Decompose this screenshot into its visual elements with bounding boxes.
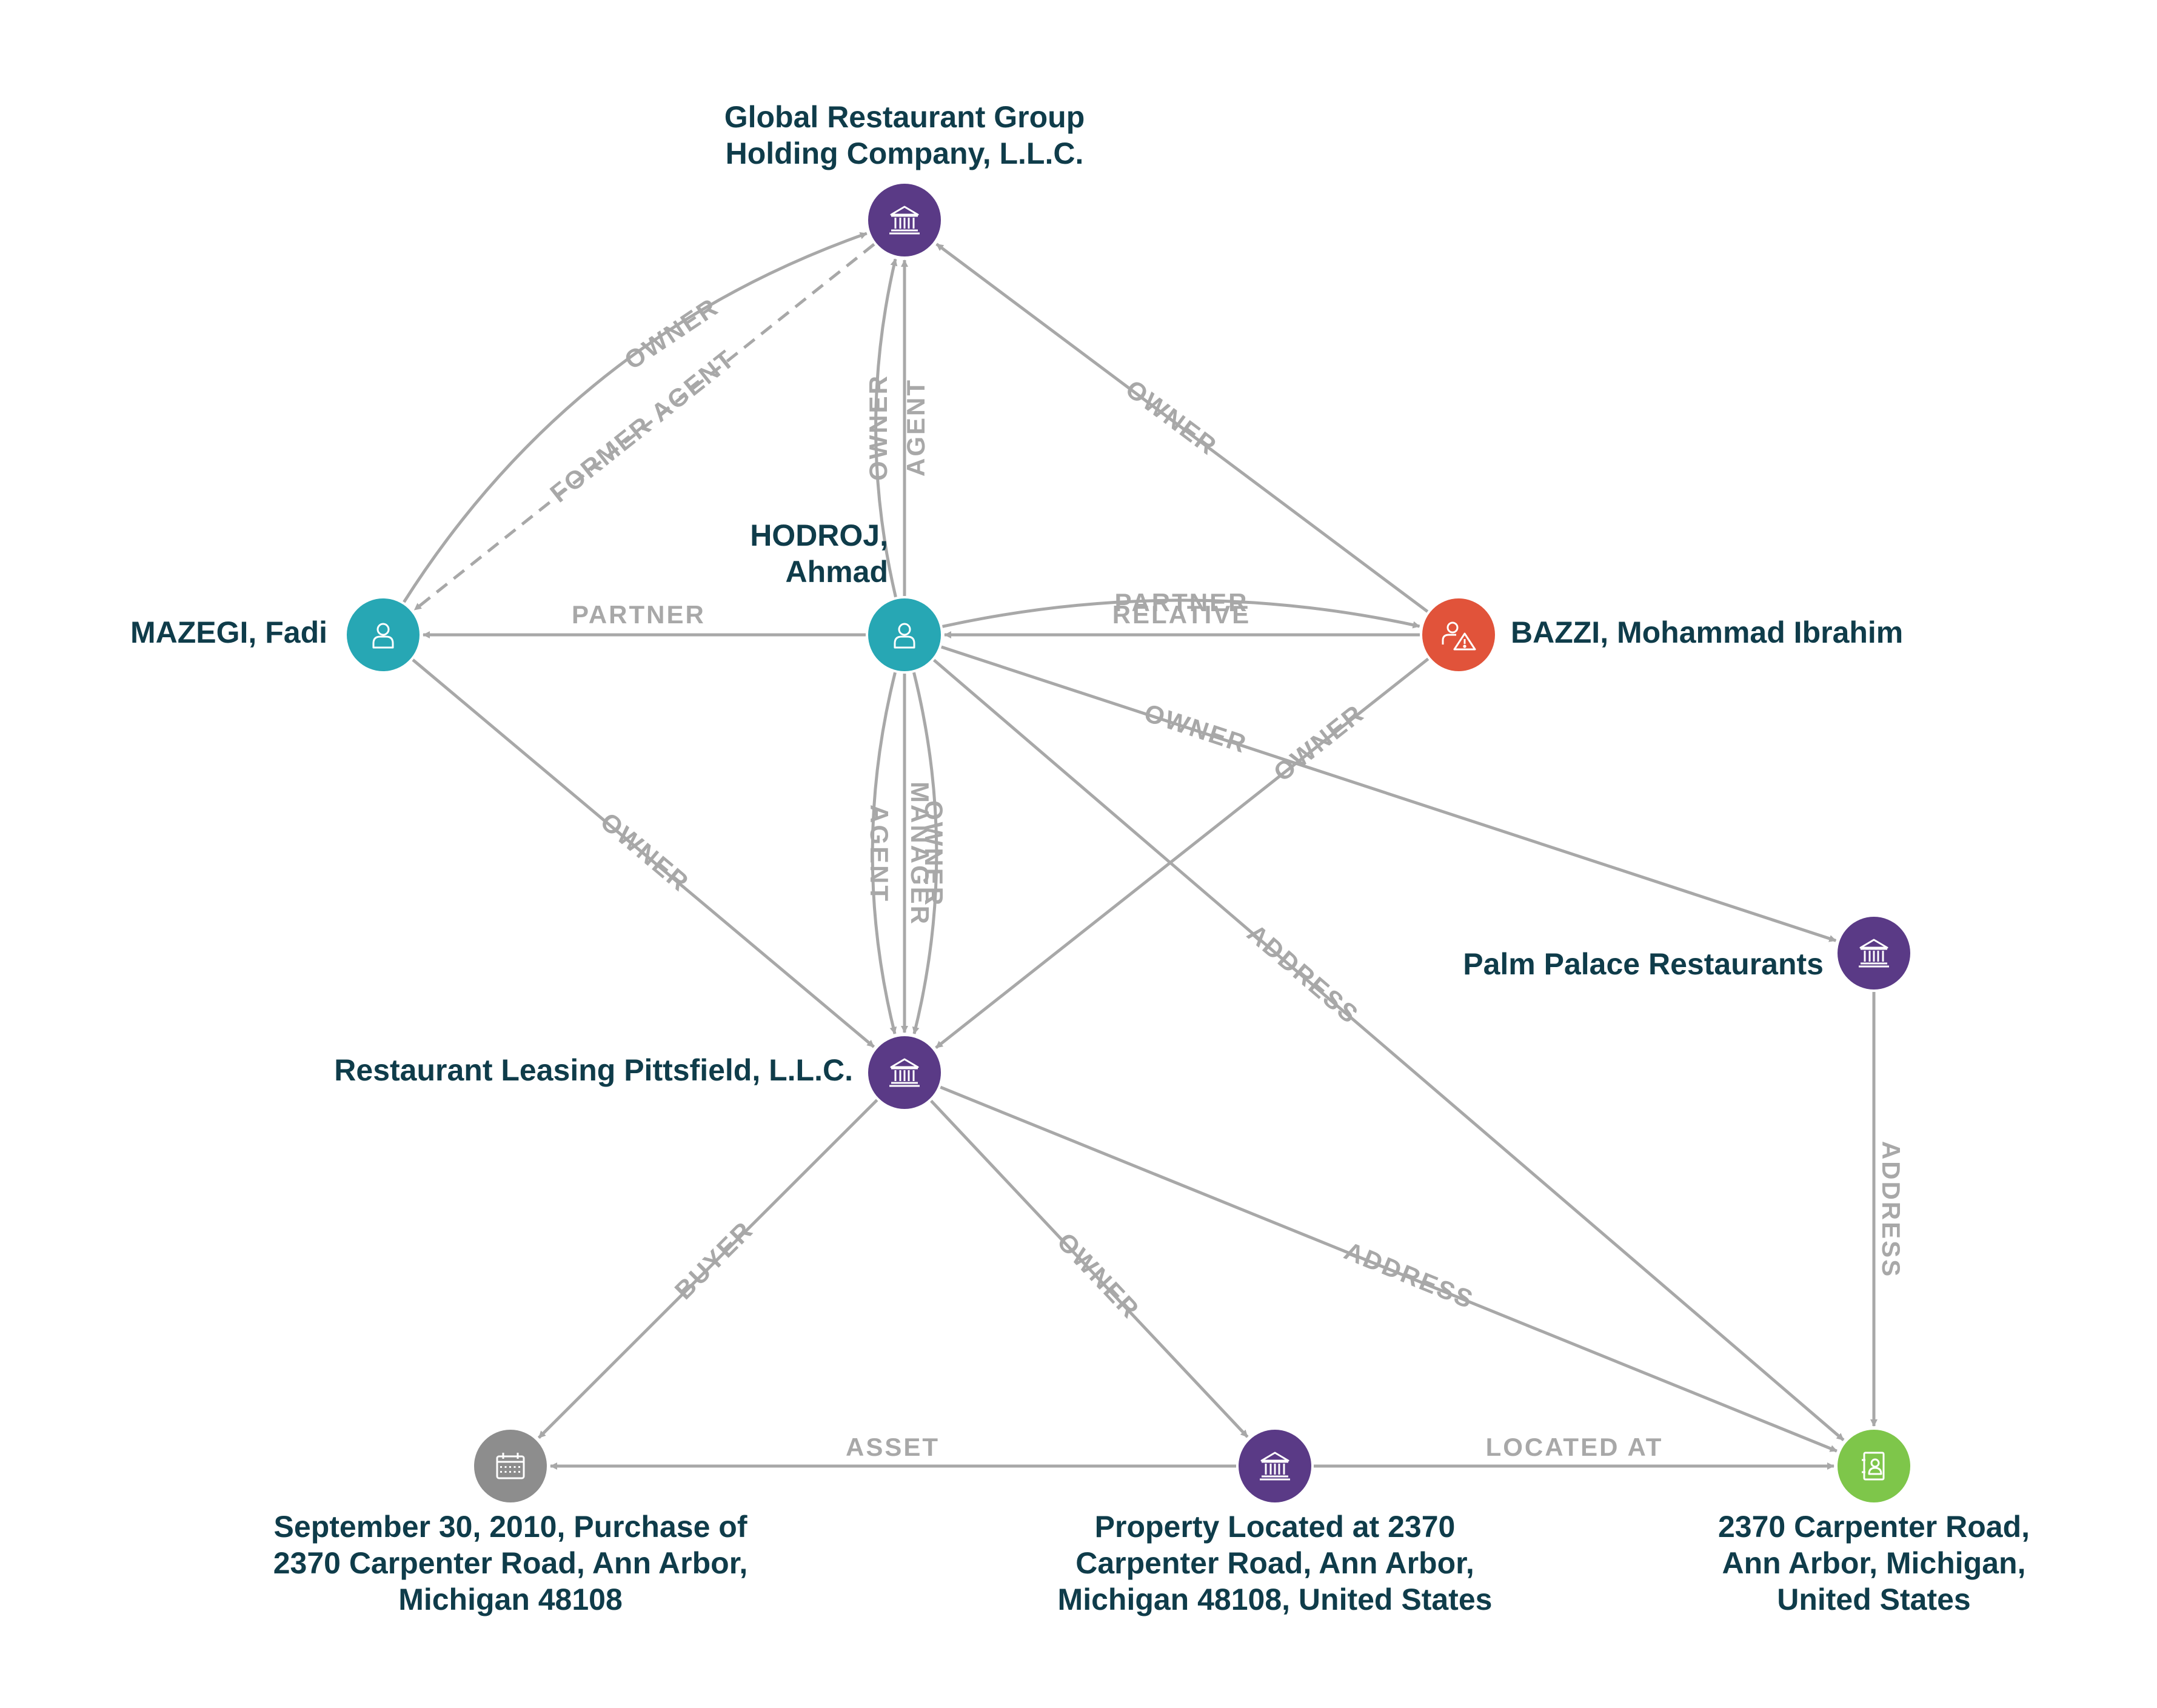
edge-line bbox=[412, 658, 875, 1048]
edge-label: AGENT bbox=[901, 378, 930, 477]
edge-label: BUYER bbox=[669, 1215, 759, 1305]
edge-hodroj-address-address: ADDRESS bbox=[932, 658, 1845, 1441]
edge-label: MANAGER bbox=[906, 782, 934, 926]
node-label-line: Holding Company, L.L.C. bbox=[726, 136, 1084, 170]
person-icon bbox=[894, 623, 915, 649]
node-label-line: September 30, 2010, Purchase of bbox=[274, 1510, 747, 1544]
node-label-line: Carpenter Road, Ann Arbor, bbox=[1075, 1546, 1474, 1580]
node-label: 2370 Carpenter Road,Ann Arbor, Michigan,… bbox=[1718, 1510, 2030, 1616]
edge-label: OWNER bbox=[864, 374, 892, 481]
bank-icon bbox=[1859, 939, 1889, 968]
edge-line bbox=[941, 645, 1837, 942]
edge-property-purchase-asset: ASSET bbox=[550, 1433, 1236, 1470]
edge-label: ADDRESS bbox=[1877, 1141, 1905, 1278]
edge-label: RELATIVE bbox=[1112, 600, 1251, 629]
edge-bazzi-hodroj-relative: RELATIVE bbox=[944, 600, 1420, 638]
edge-line bbox=[912, 672, 938, 1034]
edge-line bbox=[413, 243, 875, 611]
edge-line bbox=[930, 1099, 1249, 1438]
edge-label: OWNER bbox=[1052, 1227, 1146, 1324]
edge-property-address-located-at: LOCATED AT bbox=[1314, 1433, 1834, 1470]
bank-icon bbox=[1260, 1452, 1290, 1481]
node-rlp[interactable]: Restaurant Leasing Pittsfield, L.L.C. bbox=[334, 1036, 941, 1109]
node-bazzi[interactable]: BAZZI, Mohammad Ibrahim bbox=[1422, 598, 1903, 671]
edge-hodroj-rlp-owner: OWNER bbox=[912, 672, 948, 1034]
node-label-line: HODROJ, bbox=[750, 518, 888, 552]
edge-hodroj-rlp-manager: MANAGER bbox=[901, 674, 934, 1033]
edge-hodroj-grg-owner: OWNER bbox=[864, 258, 898, 598]
edge-label: ADDRESS bbox=[1242, 919, 1365, 1030]
bank-icon bbox=[889, 206, 920, 235]
edge-mazegi-rlp-owner: OWNER bbox=[412, 658, 875, 1048]
node-label-line: MAZEGI, Fadi bbox=[130, 615, 327, 649]
node-label: BAZZI, Mohammad Ibrahim bbox=[1511, 615, 1903, 649]
edge-palm-address-address: ADDRESS bbox=[1870, 992, 1905, 1427]
edge-label: ASSET bbox=[846, 1433, 940, 1461]
edge-label: OWNER bbox=[1120, 374, 1223, 461]
node-label-line: Ahmad bbox=[786, 555, 888, 589]
node-label: Restaurant Leasing Pittsfield, L.L.C. bbox=[334, 1053, 853, 1087]
edge-hodroj-mazegi-partner: PARTNER bbox=[423, 600, 866, 638]
node-label-line: Michigan 48108, United States bbox=[1058, 1582, 1493, 1616]
edge-rlp-purchase-buyer: BUYER bbox=[537, 1099, 878, 1439]
edge-line bbox=[935, 243, 1429, 613]
calendar-icon bbox=[496, 1453, 525, 1479]
edge-line bbox=[403, 232, 868, 603]
edge-label: OWNER bbox=[920, 800, 948, 907]
edge-hodroj-grg-agent: AGENT bbox=[901, 260, 930, 596]
node-address[interactable]: 2370 Carpenter Road,Ann Arbor, Michigan,… bbox=[1718, 1430, 2030, 1616]
node-label-line: Property Located at 2370 bbox=[1095, 1510, 1456, 1544]
node-hodroj[interactable]: HODROJ,Ahmad bbox=[750, 518, 941, 671]
edge-line bbox=[940, 1085, 1838, 1453]
node-circle[interactable] bbox=[1422, 598, 1495, 671]
edge-label: ADDRESS bbox=[1340, 1236, 1478, 1314]
edge-line bbox=[871, 672, 897, 1034]
edge-label: PARTNER bbox=[572, 600, 706, 629]
node-label-line: 2370 Carpenter Road, bbox=[1718, 1510, 2030, 1544]
edge-hodroj-rlp-agent: AGENT bbox=[865, 672, 897, 1034]
node-label-line: Restaurant Leasing Pittsfield, L.L.C. bbox=[334, 1053, 853, 1087]
edge-label: OWNER bbox=[595, 807, 695, 897]
edge-label: AGENT bbox=[865, 805, 894, 903]
node-label: Palm Palace Restaurants bbox=[1463, 947, 1824, 981]
node-label-line: United States bbox=[1777, 1582, 1971, 1616]
edge-line bbox=[941, 598, 1420, 629]
address-book-icon bbox=[1862, 1452, 1885, 1481]
edge-hodroj-bazzi-partner: PARTNER bbox=[941, 588, 1420, 629]
edge-label: LOCATED AT bbox=[1486, 1433, 1664, 1461]
node-label-line: BAZZI, Mohammad Ibrahim bbox=[1511, 615, 1903, 649]
edge-label: OWNER bbox=[1141, 698, 1251, 759]
edge-line bbox=[932, 658, 1845, 1441]
edge-rlp-property-owner: OWNER bbox=[930, 1099, 1249, 1438]
node-label-line: Global Restaurant Group bbox=[724, 100, 1085, 134]
node-label-line: 2370 Carpenter Road, Ann Arbor, bbox=[273, 1546, 748, 1580]
edge-line bbox=[935, 657, 1430, 1050]
edge-bazzi-grg-owner: OWNER bbox=[935, 243, 1429, 613]
node-label: MAZEGI, Fadi bbox=[130, 615, 327, 649]
node-label-line: Michigan 48108 bbox=[398, 1582, 623, 1616]
edge-label: OWNER bbox=[1268, 698, 1369, 787]
edge-label: PARTNER bbox=[1115, 588, 1249, 617]
node-label: HODROJ,Ahmad bbox=[750, 518, 888, 589]
edge-line bbox=[537, 1099, 878, 1439]
person-warning-icon bbox=[1442, 621, 1476, 651]
edge-line bbox=[874, 258, 898, 598]
node-label-line: Ann Arbor, Michigan, bbox=[1722, 1546, 2026, 1580]
node-palm[interactable]: Palm Palace Restaurants bbox=[1463, 917, 1910, 990]
person-icon bbox=[372, 623, 394, 649]
bank-icon bbox=[889, 1058, 920, 1087]
node-mazegi[interactable]: MAZEGI, Fadi bbox=[130, 598, 420, 671]
node-label-line: Palm Palace Restaurants bbox=[1463, 947, 1824, 981]
